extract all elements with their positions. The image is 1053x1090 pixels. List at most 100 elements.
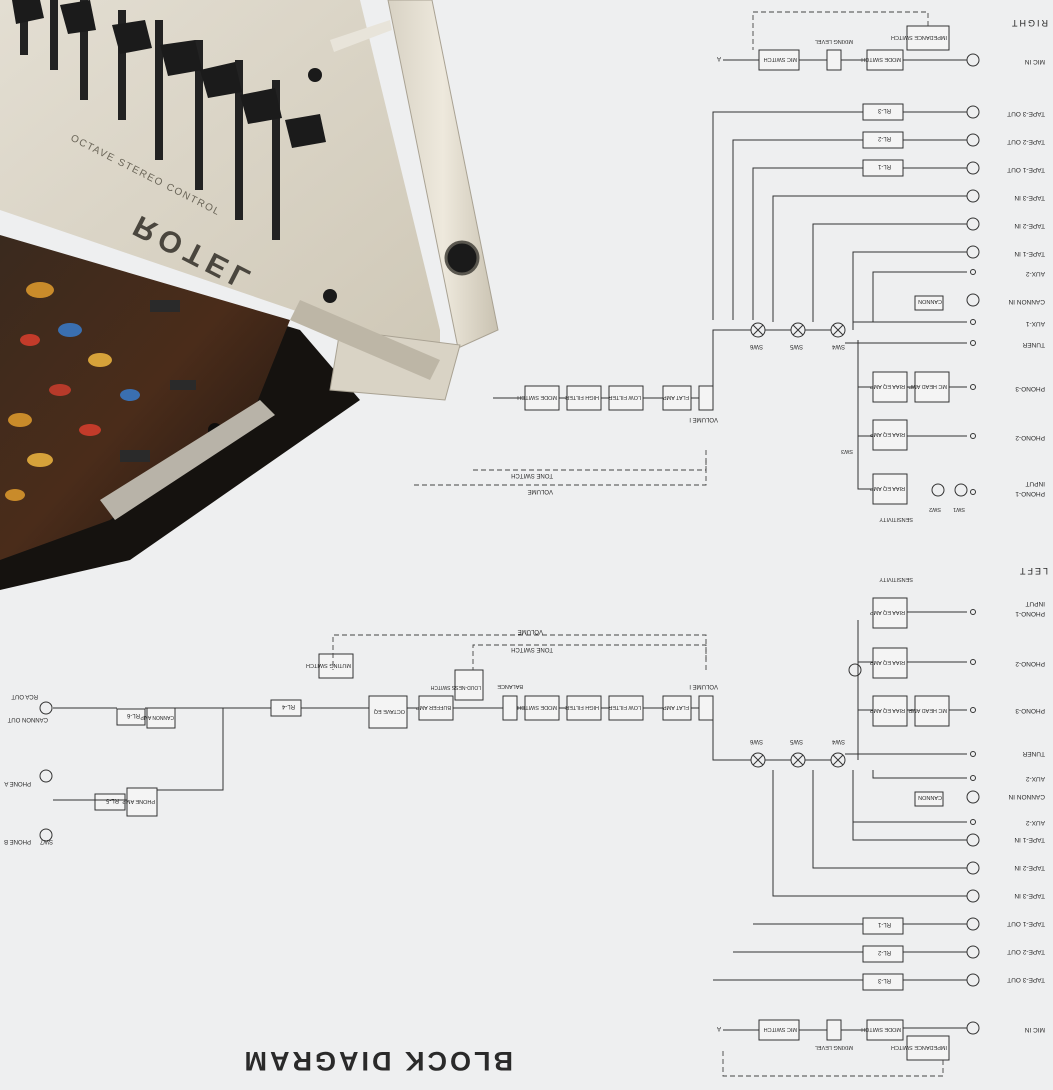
rack-knob: [444, 240, 480, 276]
high-filter-right: [566, 385, 602, 411]
svg-text:TUNER: TUNER: [1022, 341, 1045, 348]
svg-text:MODE SWITCH: MODE SWITCH: [861, 56, 901, 62]
svg-text:TAPE-1 IN: TAPE-1 IN: [1014, 250, 1045, 257]
low-filter-right: [608, 385, 644, 411]
svg-text:MODE SWITCH: MODE SWITCH: [861, 1026, 901, 1032]
flat-amp-left: [662, 695, 692, 721]
svg-text:VOLUME: VOLUME: [518, 628, 543, 634]
label-aux2-a: AUX-2: [1025, 819, 1045, 826]
svg-text:BUFFER AMP: BUFFER AMP: [416, 704, 451, 710]
buffer-amp-left: [418, 695, 454, 721]
svg-text:TAPE-3 OUT: TAPE-3 OUT: [1007, 110, 1045, 117]
svg-text:PHONO-3: PHONO-3: [1015, 385, 1045, 392]
svg-text:SW3: SW3: [841, 448, 853, 454]
equalizer-sliders: [12, 0, 326, 240]
svg-text:BALANCE: BALANCE: [497, 683, 523, 689]
right-input-labels: PHONO-1 INPUT PHONO-2 PHONO-3 TUNER AUX-…: [1007, 58, 1045, 497]
svg-text:RIAA EQ AMP: RIAA EQ AMP: [870, 707, 905, 713]
svg-text:FLAT AMP: FLAT AMP: [663, 394, 689, 400]
svg-text:SW4: SW4: [831, 343, 845, 349]
svg-text:CANNON: CANNON: [918, 794, 942, 800]
diagram-title: BLOCK DIAGRAM: [242, 1046, 513, 1076]
svg-text:TAPE-3 IN: TAPE-3 IN: [1014, 194, 1045, 201]
svg-text:A: A: [717, 1025, 721, 1031]
svg-text:TONE SWITCH: TONE SWITCH: [511, 472, 553, 478]
riaa-amp-2-right: [872, 419, 908, 451]
svg-text:RL-1: RL-1: [877, 921, 891, 927]
svg-text:MIXING LEVEL: MIXING LEVEL: [815, 38, 853, 44]
high-filter-left: [566, 695, 602, 721]
riaa-amp-3-right: [872, 371, 908, 403]
svg-text:MC HEAD AMP: MC HEAD AMP: [908, 383, 947, 389]
riaa-amp-1-left: [872, 597, 908, 629]
svg-text:SW2: SW2: [929, 506, 941, 512]
mc-head-amp-left: [914, 695, 950, 727]
svg-text:RIAA EQ AMP: RIAA EQ AMP: [870, 659, 905, 665]
riaa-amp-3-left: [872, 695, 908, 727]
svg-text:TAPE-1 OUT: TAPE-1 OUT: [1007, 166, 1045, 173]
svg-text:HIGH FILTER: HIGH FILTER: [565, 704, 599, 710]
cannon-block-right: [914, 295, 944, 311]
riaa-amp-2-left: [872, 647, 908, 679]
svg-text:SENSITIVITY: SENSITIVITY: [879, 516, 913, 522]
svg-text:SENSITIVITY: SENSITIVITY: [879, 576, 913, 582]
rack-screw-1: [323, 289, 337, 303]
label-tape3-out: TAPE-3 OUT: [1007, 976, 1045, 983]
rl5-block: [94, 793, 126, 811]
mode-switch-main-right: [524, 385, 560, 411]
svg-text:SW4: SW4: [831, 738, 845, 744]
rl2-left: [862, 945, 904, 963]
svg-text:TAPE-2 IN: TAPE-2 IN: [1014, 222, 1045, 229]
rl3-left: [862, 973, 904, 991]
rack-screw-2: [308, 68, 322, 82]
left-input-labels: MIC IN TAPE-3 OUT TAPE-2 OUT TAPE-1 OUT …: [1007, 600, 1045, 1033]
label-phono3: PHONO-3: [1015, 707, 1045, 714]
svg-text:OCTAVE EQ: OCTAVE EQ: [373, 708, 405, 714]
svg-text:PHONO-2: PHONO-2: [1015, 434, 1045, 441]
rack-ear: [290, 300, 440, 380]
circuit-board: [0, 235, 290, 560]
rl6-block: [116, 708, 146, 726]
svg-text:RIAA EQ AMP: RIAA EQ AMP: [870, 431, 905, 437]
svg-text:AUX-2: AUX-2: [1025, 270, 1045, 277]
label-tape2-out: TAPE-2 OUT: [1007, 948, 1045, 955]
channel-left-label: LEFT: [1018, 566, 1048, 576]
svg-text:IMPEDANCE SWITCH: IMPEDANCE SWITCH: [891, 34, 947, 40]
svg-text:LOW FILTER: LOW FILTER: [608, 704, 641, 710]
svg-text:PHONE B: PHONE B: [4, 838, 31, 844]
muting-switch-left: [318, 653, 354, 679]
svg-text:RCA OUT: RCA OUT: [11, 693, 38, 699]
svg-text:PHONE AMP: PHONE AMP: [122, 798, 155, 804]
handle-rod: [330, 20, 392, 52]
svg-text:MODE SWITCH: MODE SWITCH: [517, 394, 557, 400]
svg-text:PHONE A: PHONE A: [4, 780, 31, 786]
svg-text:VOLUME I: VOLUME I: [689, 683, 718, 689]
svg-text:INPUT: INPUT: [1025, 480, 1045, 487]
svg-text:MODE SWITCH: MODE SWITCH: [517, 704, 557, 710]
octave-eq-left: [368, 695, 408, 729]
label-tape3-in: TAPE-3 IN: [1014, 892, 1045, 899]
svg-text:RL-2: RL-2: [877, 135, 891, 141]
svg-text:LOW FILTER: LOW FILTER: [608, 394, 641, 400]
cannon-block-left: [914, 791, 944, 807]
rl1-left: [862, 917, 904, 935]
loudness-switch-left: [454, 669, 484, 701]
svg-text:VOLUME: VOLUME: [528, 488, 553, 494]
svg-text:RL-6: RL-6: [126, 712, 140, 718]
label-tuner: TUNER: [1022, 750, 1045, 757]
svg-text:TONE SWITCH: TONE SWITCH: [511, 646, 553, 652]
outputs-right-side: RCA OUT CANNON OUT PHONE A PHONE B SW7: [4, 693, 53, 844]
label-tape1-in: TAPE-1 IN: [1014, 836, 1045, 843]
svg-text:SW6: SW6: [749, 738, 763, 744]
svg-text:SW6: SW6: [749, 343, 763, 349]
svg-text:CANNON AMP: CANNON AMP: [140, 714, 174, 720]
bottom-bracket: [100, 400, 275, 520]
svg-text:RL-3: RL-3: [877, 107, 891, 113]
svg-text:MIC SWITCH: MIC SWITCH: [764, 56, 797, 62]
svg-text:RIAA EQ AMP: RIAA EQ AMP: [870, 609, 905, 615]
label-tape1-out: TAPE-1 OUT: [1007, 920, 1045, 927]
svg-text:CANNON IN: CANNON IN: [1008, 298, 1045, 305]
svg-text:MIXING LEVEL: MIXING LEVEL: [815, 1044, 853, 1050]
